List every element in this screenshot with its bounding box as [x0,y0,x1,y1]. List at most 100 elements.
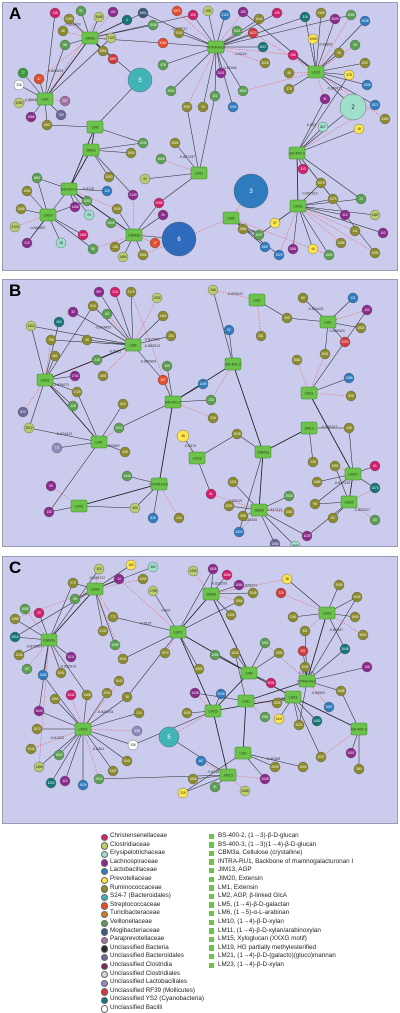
taxon-node: 1456 [33,761,45,773]
edge-weight-label: -0.802514 [301,192,317,196]
taxon-node: 2152 [225,609,237,621]
edge [94,588,104,632]
taxon-node-label: 45 [61,29,65,33]
taxon-node-label: 1491 [99,374,106,378]
taxon-node: 112 [59,775,71,787]
edge [132,194,135,236]
taxon-node-label: 3 [249,189,253,195]
taxon-node: 1456 [69,201,81,213]
edge [278,205,299,256]
taxon-node-label: 1798 [149,589,156,593]
taxon-node-label: 108 [205,9,211,13]
legend-square-icon [209,833,215,839]
taxon-node: 1044 [253,13,265,25]
taxon-node-label: 1060 [299,765,306,769]
taxon-node-circle [127,739,139,751]
antibody-hub-square [125,228,143,242]
edge-weight-label: -0.8124 [234,52,246,56]
edge-weight-label: -0.84902 [311,691,325,695]
taxon-node: 2486 [311,476,323,488]
edge-weight-label: -0.81222 [50,736,64,740]
taxon-node: 1038 [189,687,201,699]
edge-weight-label: -0.846391 [298,671,314,675]
edge [198,95,216,174]
taxon-node-circle [309,498,321,510]
taxon-node: 1027 [253,229,265,241]
taxon-node: 331 [297,645,309,657]
taxon-node-circle [209,90,221,102]
antibody-hub-square [39,208,57,222]
taxon-node-circle [273,647,285,659]
edge-weight-label: -0.818203 [211,582,227,586]
taxon-node: 1570 [247,27,259,39]
taxon-node-circle [369,514,381,526]
taxon-node: 95 [309,498,321,510]
taxon-node-circle [239,785,251,797]
taxon-node-circle [269,761,281,773]
taxon-node-label: 1046 [27,747,34,751]
taxon-node-circle [51,442,63,454]
taxon-node: 1567 [259,241,271,253]
taxon-node-label: 1017 [259,45,266,49]
taxon-node: 138 [109,241,121,253]
taxon-node-label: 121 [350,296,356,300]
taxon-node-circle [297,645,309,657]
taxon-node: 2088 [335,237,347,249]
legend-dot-icon [101,919,109,927]
legend-taxon-label: Unclassified Clostridiales [110,969,180,977]
taxon-node: 1578 [315,177,327,189]
taxon-node-label: 1087 [325,705,332,709]
taxon-node-label: 311 [352,229,357,233]
taxon-node: 1092 [151,292,163,304]
edge [348,501,376,521]
taxon-node-circle [31,723,43,735]
taxon-node: 1055 [187,773,199,785]
taxon-node: 2008 [247,587,259,599]
taxon-node-circle [91,354,103,366]
antibody-hub-square [36,92,54,106]
taxon-node-circle [81,195,93,207]
taxon-node-label: 165 [164,364,170,368]
taxon-node-label: 2008 [249,591,256,595]
edge-weight-label: -0.8215 [207,770,219,774]
edge-weight-label: -0.807437 [179,155,195,159]
taxon-node-circle [349,39,361,51]
legend-antibody-item: LM6, (1→5)-α-L-arabinan [208,909,353,918]
edge [186,106,200,174]
antibody-hub-square [307,65,325,79]
legend-taxon-item: Unclassified Clostridia [100,961,204,970]
edge [89,14,194,39]
legend-antibody-item: BS-400-2, (1→3)-β-D-glucan [208,832,353,841]
edge [30,325,46,381]
taxon-node: 38 [281,573,293,585]
taxon-node-circle [23,422,35,434]
legend-taxon-item: Clostridiaceae [100,841,204,850]
edge-weight-label: -0.84891 [318,43,332,47]
antibody-hub: LM5 [90,435,108,449]
taxon-node-circle [93,286,105,298]
legend-taxon-label: Streptococcaceae [110,900,161,908]
antibody-hub-label: LM15 [345,500,354,504]
taxon-node-label: 1045 [341,647,348,651]
taxon-node-circle [25,111,37,123]
antibody-hub: LM23 [36,373,54,387]
taxon-node-circle [55,237,67,249]
edge-weight-label: -0.840897 [29,226,45,230]
edge [118,578,179,633]
taxon-node-circle [159,647,171,659]
taxon-node-label: 1054 [23,189,30,193]
legend-square-icon [209,885,215,891]
edge [68,188,135,236]
antibody-hub-square [234,746,252,760]
legend-antibody-label: LM11, (1→4)-β-D-xylan/arabinoxylan [218,926,321,934]
taxon-node: 1004 [323,249,335,261]
edge-weight-label: -0.839071 [53,383,69,387]
taxon-node-label: 1095 [309,37,316,41]
legend-antibody-label: BS-400-2, (1→3)-β-D-glucan [218,832,299,839]
taxon-node-circle [343,372,355,384]
antibody-hub-square [248,293,266,307]
taxon-node-circle [273,249,285,261]
antibody-hub: BS-400-2 [164,395,182,409]
edge [297,205,376,254]
taxon-node: 1702 [69,370,81,382]
